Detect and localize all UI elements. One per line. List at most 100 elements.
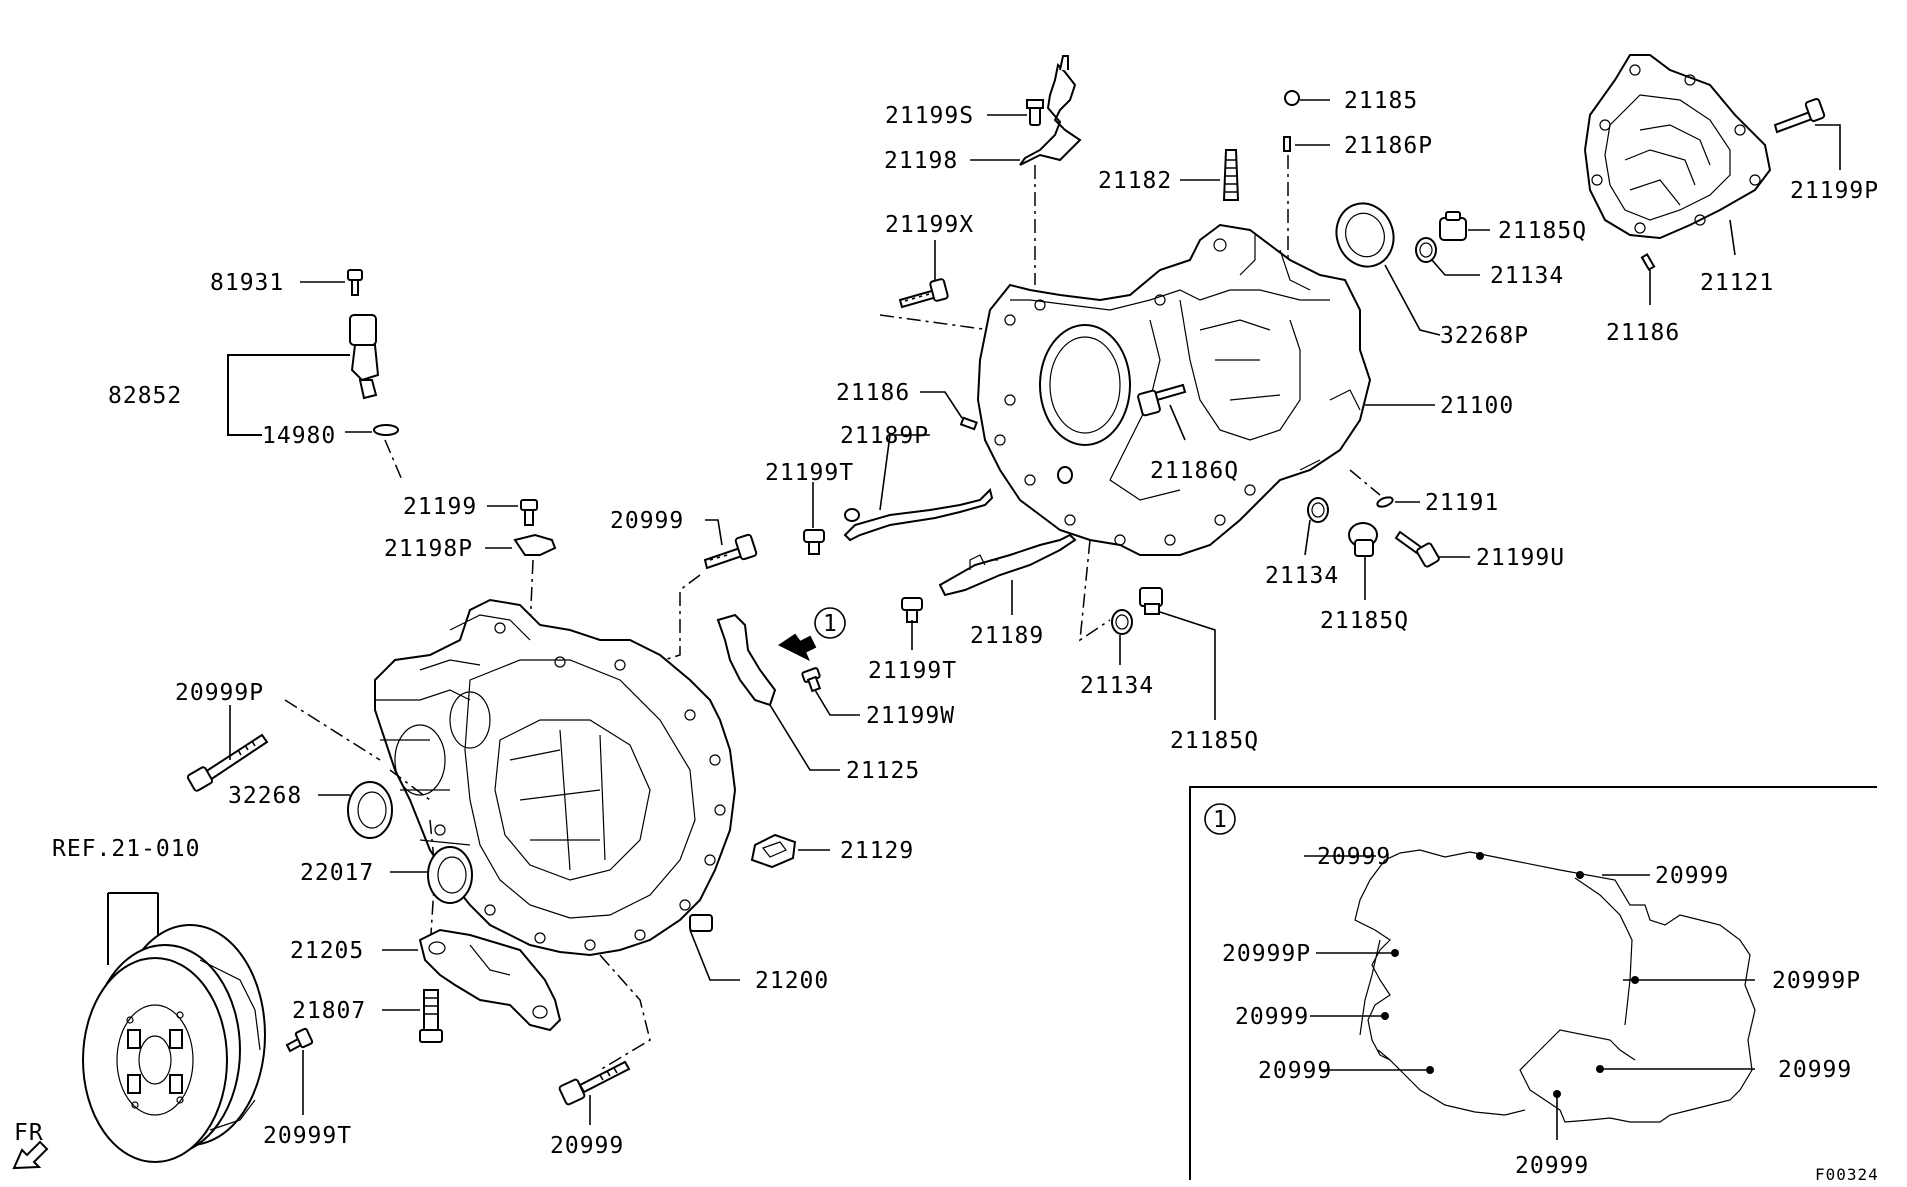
dashline-20999P xyxy=(284,699,381,761)
clutch-housing-21200 xyxy=(374,598,737,957)
callout-circle-main xyxy=(814,607,846,639)
label-21199S: 21199S xyxy=(885,103,974,129)
label-21199T-top: 21199T xyxy=(765,460,854,486)
label-21134-low: 21134 xyxy=(1080,673,1154,699)
leader-21125 xyxy=(769,704,840,771)
label-21185Q-mid: 21185Q xyxy=(1320,608,1409,634)
inset-label-20999-f: 20999 xyxy=(1515,1153,1589,1179)
pad-21129-drawing xyxy=(750,833,797,869)
label-21807: 21807 xyxy=(292,998,366,1024)
bolt-20999-drawing xyxy=(703,533,758,570)
front-arrow-icon xyxy=(12,1140,49,1170)
dashline-21191 xyxy=(1349,469,1381,496)
label-20999T: 20999T xyxy=(263,1123,352,1149)
label-32268: 32268 xyxy=(228,783,302,809)
dashline-20999-bolt xyxy=(599,574,701,681)
leader-21199W xyxy=(814,689,860,716)
bolt-20999-bottom xyxy=(558,1060,631,1106)
bolt-20999T-drawing xyxy=(285,1027,314,1053)
bolt-21199U-drawing xyxy=(1394,530,1440,568)
label-21186P: 21186P xyxy=(1344,133,1433,159)
stud-21182 xyxy=(1222,149,1240,201)
plate-21189-drawing xyxy=(938,533,1077,597)
dashline-14980 xyxy=(384,439,403,481)
inset-housing-outline xyxy=(1354,849,1756,1123)
leader-21186Q xyxy=(1169,404,1186,441)
bolt-21199W-drawing xyxy=(801,667,822,693)
inset-label-20999P-b: 20999P xyxy=(1772,968,1861,994)
pin-21186-mid xyxy=(959,416,978,431)
label-21199W: 21199W xyxy=(866,703,955,729)
ring-21134-top xyxy=(1415,237,1437,263)
ring-21134-low xyxy=(1111,609,1133,635)
ring-21134-mid xyxy=(1307,497,1329,523)
spring-21191-drawing xyxy=(1376,496,1394,508)
callout-main-number: 1 xyxy=(823,611,838,637)
label-20999P-left: 20999P xyxy=(175,680,264,706)
label-21134-mid: 21134 xyxy=(1265,563,1339,589)
leader-82852 xyxy=(227,354,350,436)
bolt-81931-drawing xyxy=(347,269,363,296)
label-21129: 21129 xyxy=(840,838,914,864)
bolt-21199T-low xyxy=(901,597,923,623)
label-21199: 21199 xyxy=(403,494,477,520)
label-21199U: 21199U xyxy=(1476,545,1565,571)
label-32268P: 32268P xyxy=(1440,323,1529,349)
leader-21134-top xyxy=(1431,259,1480,276)
label-REF: REF.21-010 xyxy=(52,836,200,862)
small-bolt-21185 xyxy=(1284,90,1300,106)
label-21199T-low: 21199T xyxy=(868,658,957,684)
inset-label-20999-e: 20999 xyxy=(1778,1057,1852,1083)
label-21191: 21191 xyxy=(1425,490,1499,516)
label-21189: 21189 xyxy=(970,623,1044,649)
label-21199X: 21199X xyxy=(885,212,974,238)
label-21186Q: 21186Q xyxy=(1150,458,1239,484)
inset-label-20999P-a: 20999P xyxy=(1222,941,1311,967)
oring-14980-drawing xyxy=(373,424,399,436)
leader-21185Q-low xyxy=(1159,611,1216,720)
inset-label-20999-b: 20999 xyxy=(1655,863,1729,889)
dashline-32268 xyxy=(389,769,431,801)
bolt-21199P-drawing xyxy=(1773,98,1826,134)
inset-label-20999-d: 20999 xyxy=(1258,1058,1332,1084)
inset-dots xyxy=(1381,852,1639,1098)
inset-label-20999-a: 20999 xyxy=(1317,844,1391,870)
sensor-82852-drawing xyxy=(349,314,380,400)
inset-leaders xyxy=(1304,855,1755,1140)
plug-21185Q-low xyxy=(1139,587,1163,615)
leader-21199P xyxy=(1815,124,1841,170)
leader-21189P xyxy=(879,434,930,511)
label-21182: 21182 xyxy=(1098,168,1172,194)
leader-20999-bolt xyxy=(705,519,723,546)
label-21186-right: 21186 xyxy=(1606,320,1680,346)
label-21198: 21198 xyxy=(884,148,958,174)
cover-21121-drawing xyxy=(1583,54,1772,240)
label-21185: 21185 xyxy=(1344,88,1418,114)
seal-32268P-drawing xyxy=(1335,202,1395,268)
label-14980: 14980 xyxy=(262,423,336,449)
leader-32268P xyxy=(1384,264,1441,336)
label-82852: 82852 xyxy=(108,383,182,409)
label-21185Q-top: 21185Q xyxy=(1498,218,1587,244)
label-21186-mid: 21186 xyxy=(836,380,910,406)
label-21189P: 21189P xyxy=(840,423,929,449)
label-21198P: 21198P xyxy=(384,536,473,562)
bolt-21807-drawing xyxy=(419,989,443,1043)
leader-21200 xyxy=(689,929,740,981)
bolt-21199T-top xyxy=(803,529,825,555)
label-81931: 81931 xyxy=(210,270,284,296)
bolt-21199-drawing xyxy=(520,499,538,526)
label-21125: 21125 xyxy=(846,758,920,784)
label-20999-bolt: 20999 xyxy=(610,508,684,534)
label-21134-top: 21134 xyxy=(1490,263,1564,289)
figure-id: F00324 xyxy=(1815,1165,1879,1184)
label-21200: 21200 xyxy=(755,968,829,994)
pin-21186-right xyxy=(1640,253,1656,271)
leader-REF xyxy=(107,892,159,965)
label-21205: 21205 xyxy=(290,938,364,964)
inset-frame xyxy=(1189,786,1877,1180)
dashline-housing-bottom xyxy=(599,954,651,1071)
dashline-21189 xyxy=(1079,539,1111,642)
label-21185Q-low: 21185Q xyxy=(1170,728,1259,754)
